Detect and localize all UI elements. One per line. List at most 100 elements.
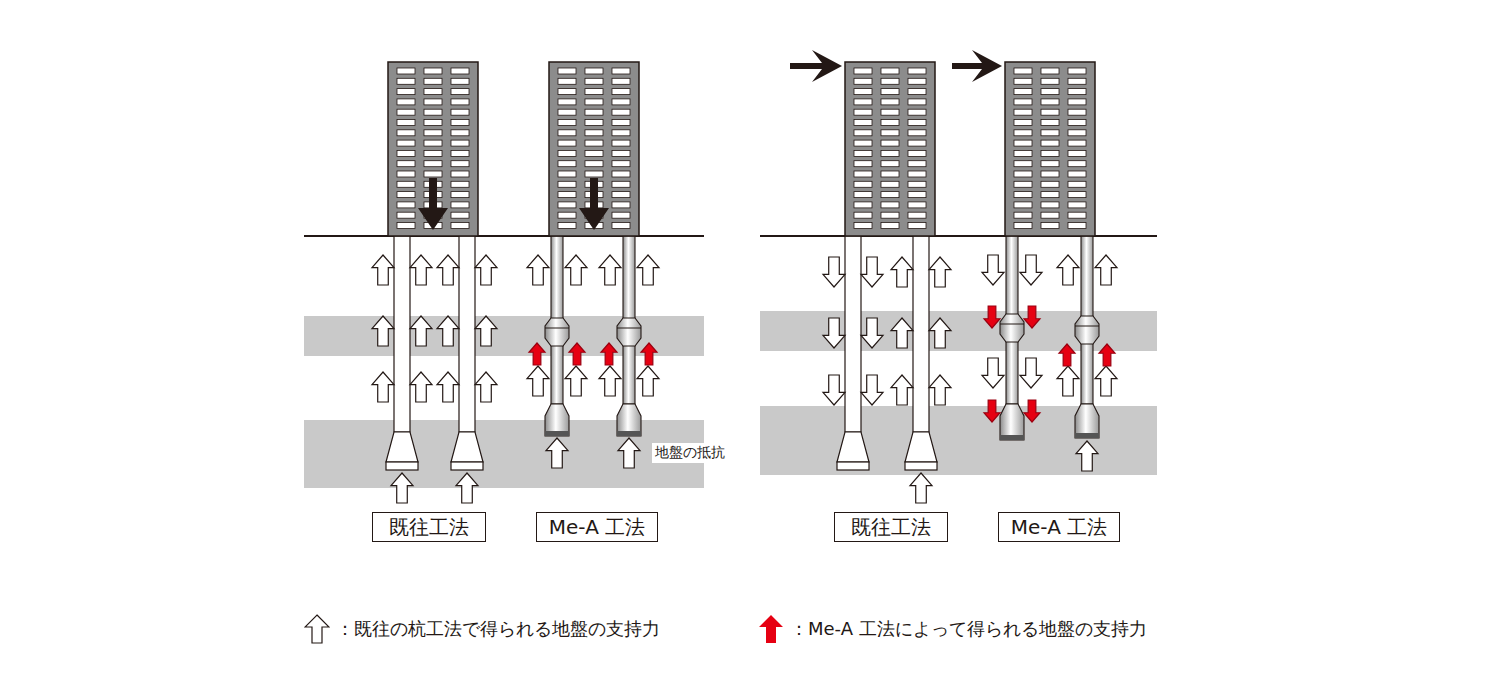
window <box>451 109 469 115</box>
pile-base <box>905 462 937 470</box>
window <box>1014 223 1032 229</box>
legend-entry: ：既往の杭工法で得られる地盤の支持力 <box>304 614 660 644</box>
window <box>1014 68 1032 74</box>
window <box>558 150 576 156</box>
window <box>908 171 926 177</box>
window <box>1068 120 1086 126</box>
pile-tip-plate <box>1075 433 1099 438</box>
window <box>854 223 872 229</box>
resistance-arrow <box>891 318 913 348</box>
window <box>881 109 899 115</box>
mea-resistance-arrow <box>601 343 617 365</box>
window <box>908 109 926 115</box>
window <box>424 130 442 136</box>
pile-tip-plate <box>1000 435 1024 440</box>
window <box>612 202 630 208</box>
existing-pile <box>837 236 869 470</box>
window <box>908 89 926 95</box>
window <box>558 161 576 167</box>
window <box>397 120 415 126</box>
load-arrow <box>790 50 842 82</box>
pile-tip <box>1000 404 1024 440</box>
legend-entry: ：Me-A 工法によって得られる地盤の支持力 <box>758 614 1147 644</box>
pile-shaft <box>913 236 929 432</box>
mea-pile <box>1000 236 1024 440</box>
pile-node <box>1075 316 1099 344</box>
window <box>612 161 630 167</box>
window <box>585 150 603 156</box>
window <box>881 140 899 146</box>
window <box>854 109 872 115</box>
resistance-arrow <box>475 316 497 346</box>
window <box>1014 99 1032 105</box>
window <box>397 202 415 208</box>
resistance-arrow <box>823 375 845 405</box>
window <box>1014 89 1032 95</box>
pile-tip <box>1075 404 1099 438</box>
window <box>1041 150 1059 156</box>
mea-resistance-arrow <box>529 343 545 365</box>
building <box>845 62 935 236</box>
ground-surface <box>760 235 1157 237</box>
resistance-arrow <box>372 255 394 285</box>
building <box>388 62 478 236</box>
piles <box>386 236 1099 470</box>
building-body <box>845 62 935 236</box>
window <box>1041 171 1059 177</box>
window <box>558 120 576 126</box>
window <box>1014 150 1032 156</box>
window <box>1068 212 1086 218</box>
resistance-arrow <box>437 372 459 402</box>
window <box>1068 161 1086 167</box>
window <box>397 171 415 177</box>
window <box>612 99 630 105</box>
pile-node-joint <box>617 328 641 329</box>
window <box>451 120 469 126</box>
window <box>397 99 415 105</box>
resistance-arrow <box>982 358 1004 388</box>
window <box>558 202 576 208</box>
window <box>558 89 576 95</box>
method-label: 既往工法 <box>851 515 931 539</box>
pile-node <box>617 318 641 346</box>
window <box>1068 202 1086 208</box>
window <box>881 68 899 74</box>
window <box>1041 212 1059 218</box>
window <box>1041 78 1059 84</box>
window <box>881 212 899 218</box>
resistance-arrow <box>1076 441 1098 471</box>
resistance-arrow <box>1057 255 1079 285</box>
window <box>854 130 872 136</box>
mea-resistance-arrow <box>1099 344 1115 366</box>
window <box>585 161 603 167</box>
window <box>854 120 872 126</box>
window <box>881 150 899 156</box>
window <box>397 68 415 74</box>
window <box>397 161 415 167</box>
window <box>424 171 442 177</box>
window <box>881 223 899 229</box>
window <box>1014 212 1032 218</box>
window <box>612 68 630 74</box>
window <box>397 181 415 187</box>
window <box>1068 192 1086 198</box>
window <box>1041 202 1059 208</box>
resistance-arrow <box>372 316 394 346</box>
legend-arrow <box>759 615 783 643</box>
pile-tip-plate <box>617 431 641 436</box>
window <box>854 68 872 74</box>
window <box>585 120 603 126</box>
window <box>854 192 872 198</box>
window <box>1041 161 1059 167</box>
resistance-arrow <box>823 257 845 287</box>
ground-surface <box>304 235 704 237</box>
window <box>1014 161 1032 167</box>
window <box>585 109 603 115</box>
window <box>1014 192 1032 198</box>
pile-node-joint <box>545 328 569 329</box>
resistance-arrow <box>861 375 883 405</box>
mea-resistance-arrow <box>1024 400 1040 422</box>
window <box>585 68 603 74</box>
window <box>612 223 630 229</box>
